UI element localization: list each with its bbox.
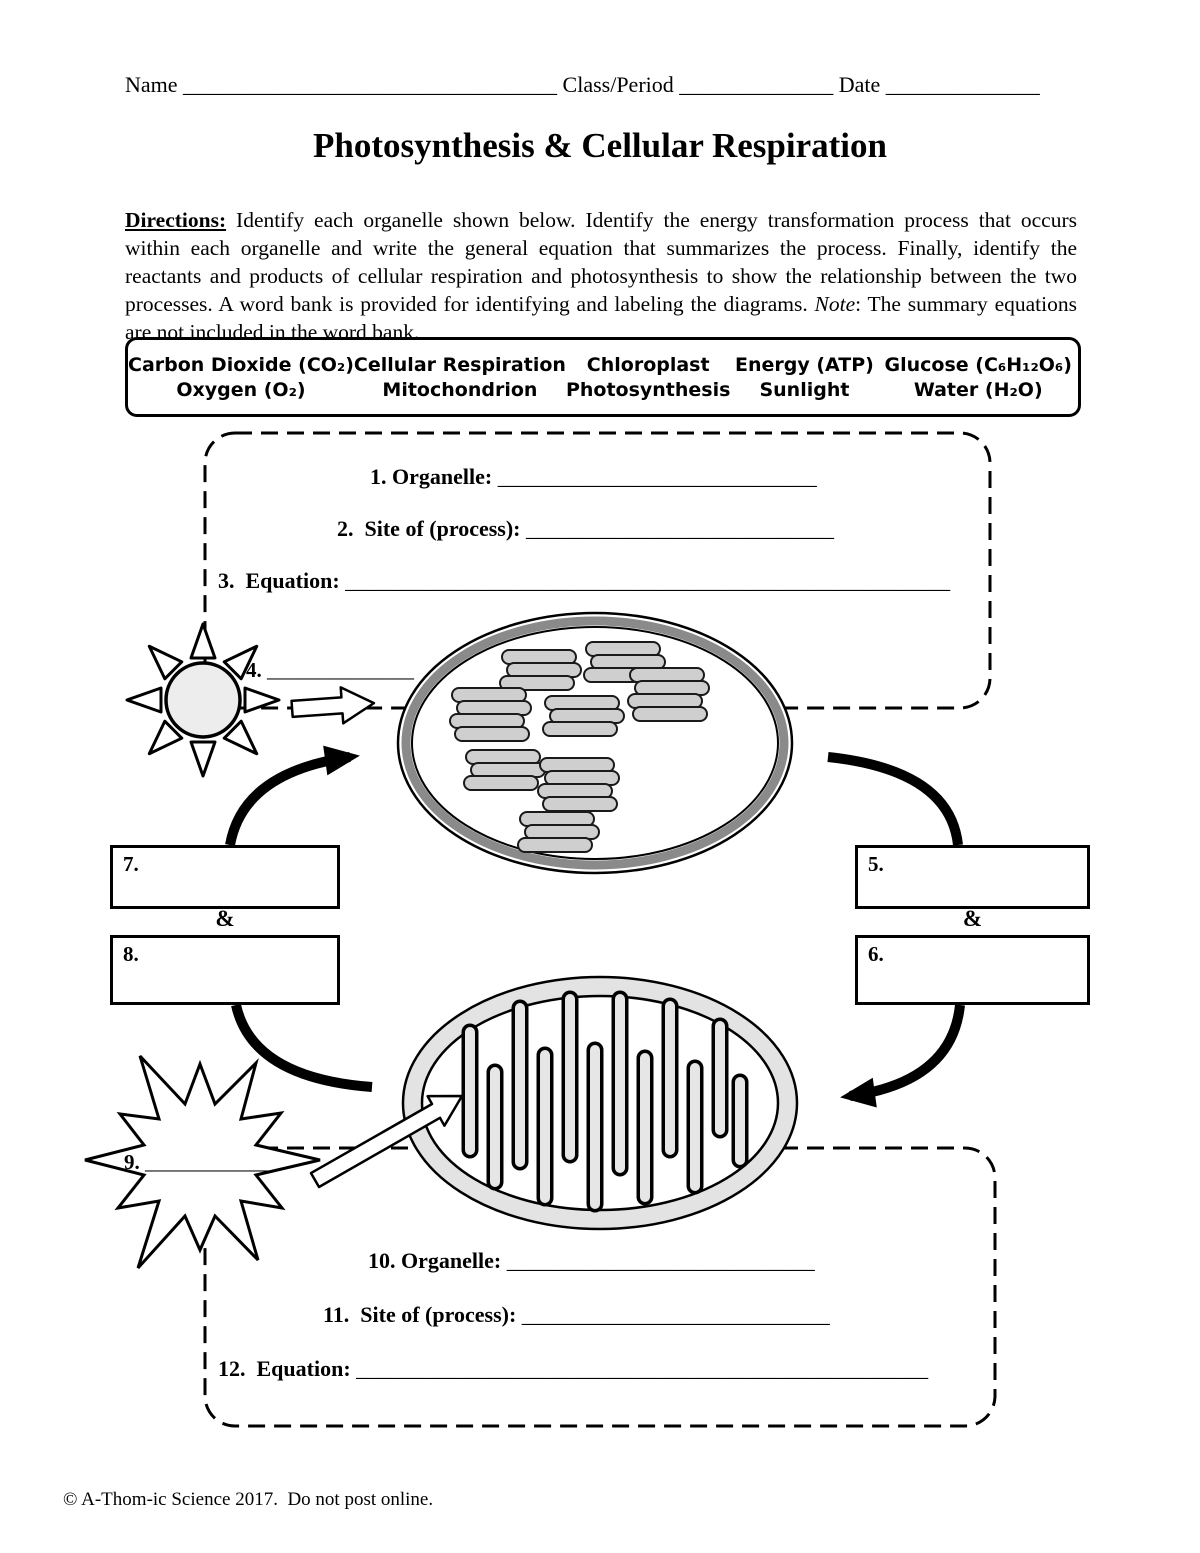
word-bank-item: Photosynthesis	[565, 378, 731, 401]
name-blank: __________________________________	[177, 72, 563, 97]
question-4-blank: ______________	[261, 658, 414, 682]
ampersand-right: &	[962, 906, 983, 931]
question-10-blank: ____________________________	[501, 1248, 815, 1273]
question-2-label: 2. Site of (process):	[337, 516, 521, 541]
word-bank-item: Sunlight	[759, 378, 850, 401]
question-3-label: 3. Equation:	[218, 568, 340, 593]
cycle-arrow-top-left-icon	[225, 745, 360, 846]
question-1-organelle: 1. Organelle: __________________________…	[370, 464, 817, 490]
word-bank-item: Oxygen (O₂)	[176, 378, 306, 401]
directions-paragraph: Directions: Identify each organelle show…	[125, 206, 1077, 346]
question-4-sunlight: 4. ______________	[246, 658, 414, 683]
date-label: Date	[838, 72, 881, 97]
cycle-arc-top-right-icon	[827, 752, 963, 846]
chloroplast-diagram	[396, 611, 794, 875]
box-7-label: 7.	[123, 852, 139, 876]
top-dashed-box	[203, 431, 992, 710]
word-bank-item: Water (H₂O)	[913, 378, 1043, 401]
energy-arrow-icon	[309, 1094, 464, 1189]
question-3-equation: 3. Equation: ___________________________…	[218, 568, 950, 594]
cristae	[461, 990, 749, 1213]
word-bank-item: Mitochondrion	[382, 378, 538, 401]
directions-body: Identify each organelle shown below. Ide…	[125, 207, 1077, 316]
question-1-label: 1. Organelle:	[370, 464, 493, 489]
word-bank-item: Glucose (C₆H₁₂O₆)	[884, 353, 1072, 376]
date-blank: ______________	[880, 72, 1040, 97]
question-12-blank: ________________________________________…	[350, 1356, 929, 1381]
question-12-equation: 12. Equation: __________________________…	[218, 1356, 928, 1382]
question-10-label: 10. Organelle:	[368, 1248, 502, 1273]
question-2-blank: ____________________________	[520, 516, 834, 541]
question-4-label: 4.	[246, 658, 262, 682]
answer-box-7: 7.	[110, 845, 340, 909]
answer-box-8: 8.	[110, 935, 340, 1005]
question-9-blank: ____________	[139, 1150, 271, 1174]
class-period-blank: ______________	[673, 72, 839, 97]
question-11-label: 11. Site of (process):	[323, 1302, 517, 1327]
question-10-organelle: 10. Organelle: _________________________…	[368, 1248, 815, 1274]
cycle-arrow-bottom-right-icon	[840, 1004, 965, 1108]
answer-box-5: 5.	[855, 845, 1090, 909]
question-9-label: 9.	[124, 1150, 140, 1174]
header-line: Name __________________________________ …	[125, 72, 1085, 98]
page-title: Photosynthesis & Cellular Respiration	[313, 126, 887, 165]
box-5-label: 5.	[868, 852, 884, 876]
question-11-blank: ____________________________	[516, 1302, 830, 1327]
note-label: Note	[814, 291, 856, 316]
question-2-site-of-process: 2. Site of (process): __________________…	[337, 516, 834, 542]
box-8-label: 8.	[123, 942, 139, 966]
word-bank-item: Cellular Respiration	[353, 353, 566, 376]
word-bank-item: Carbon Dioxide (CO₂)	[128, 353, 354, 376]
directions-label: Directions:	[125, 207, 227, 232]
answer-box-6: 6.	[855, 935, 1090, 1005]
copyright-footer: © A-Thom-ic Science 2017. Do not post on…	[63, 1489, 434, 1510]
sun-icon	[125, 622, 281, 778]
grana-stacks	[449, 641, 710, 853]
sunlight-arrow-icon	[290, 686, 376, 725]
ampersand-left: &	[215, 906, 235, 931]
name-label: Name	[125, 72, 178, 97]
box-6-label: 6.	[868, 942, 884, 966]
question-3-blank: ________________________________________…	[339, 568, 951, 593]
question-1-blank: _____________________________	[492, 464, 817, 489]
question-9-energy: 9. ____________	[124, 1150, 271, 1175]
question-11-site-of-process: 11. Site of (process): _________________…	[323, 1302, 830, 1328]
starburst-shape	[84, 1054, 321, 1270]
question-12-label: 12. Equation:	[218, 1356, 351, 1381]
cycle-arc-bottom-left-icon	[231, 1003, 373, 1092]
mitochondrion-diagram	[401, 975, 799, 1231]
word-bank: Carbon Dioxide (CO₂) Cellular Respiratio…	[125, 337, 1081, 417]
word-bank-item: Energy (ATP)	[735, 353, 874, 376]
class-period-label: Class/Period	[562, 72, 674, 97]
word-bank-item: Chloroplast	[586, 353, 710, 376]
